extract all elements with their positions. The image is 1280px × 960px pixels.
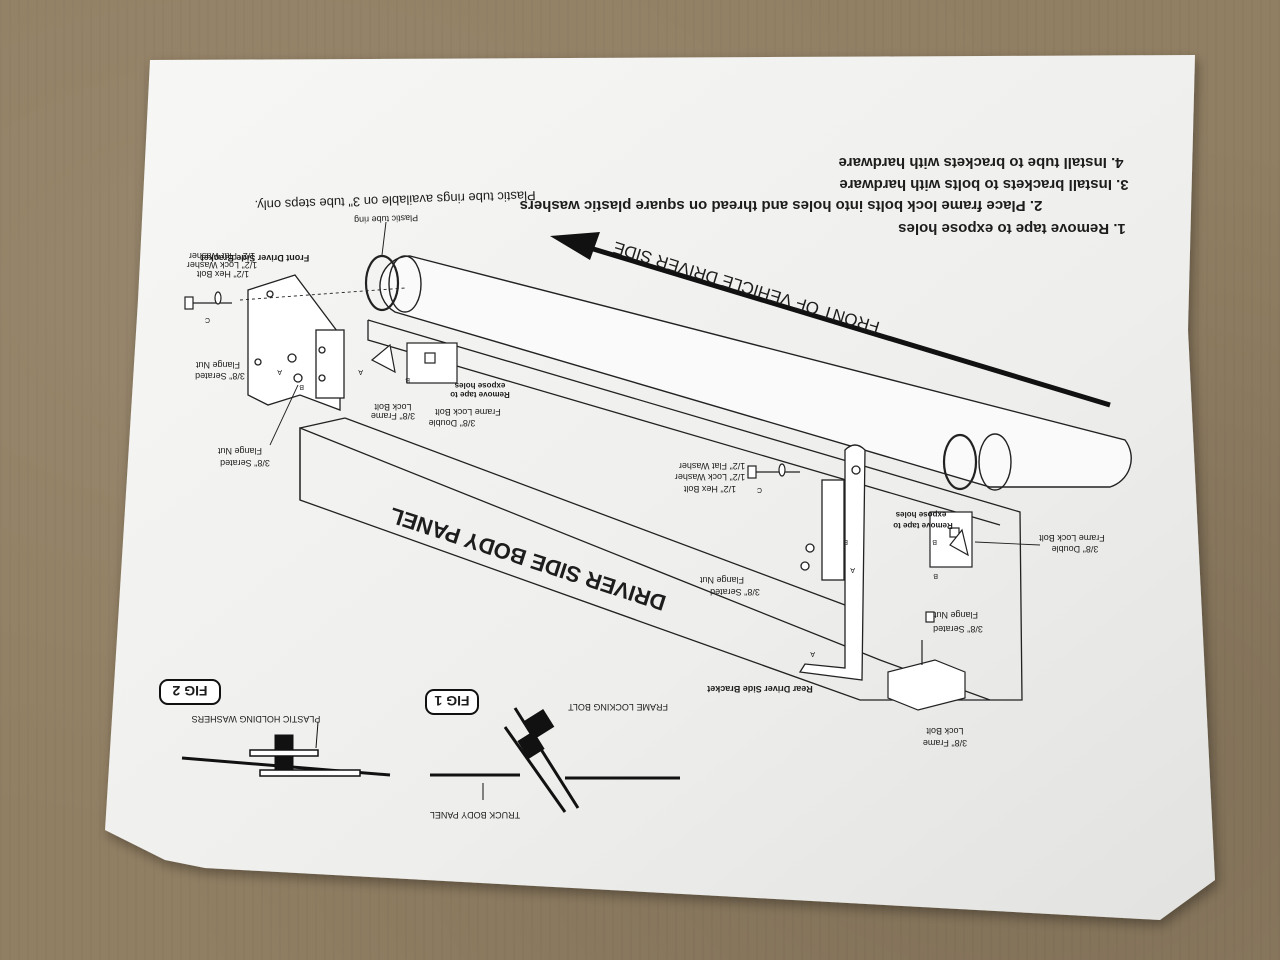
- rear-letter-a1: A: [810, 650, 815, 657]
- rear-bracket-title: Rear Driver Side Bracket: [707, 684, 813, 694]
- fig2-washers-label: PLASTIC HOLDING WASHERS: [192, 714, 321, 724]
- rear-tape-label-1: Remove tape to: [893, 521, 953, 530]
- fig1-badge: [425, 689, 479, 715]
- front-flat-washer-label: 1/2" Flat Washer: [189, 251, 255, 261]
- front-bracket: [247, 274, 345, 411]
- front-nut-b-label-1: 3/8" Serated: [220, 458, 270, 468]
- front-lock-washer-label: 1/2" Lock Washer: [187, 260, 257, 270]
- fig1-truck-body-panel: TRUCK BODY PANEL: [430, 810, 520, 820]
- rear-letter-b2: B: [932, 538, 937, 545]
- front-bracket-title: Front Driver Side Bracket: [201, 253, 310, 263]
- front-hex-bolt-label: 1/2" Hex Bolt: [196, 269, 249, 279]
- step-2: 2. Place frame lock bolts into holes and…: [520, 197, 1043, 214]
- front-letter-a2: A: [358, 368, 363, 375]
- step-4: 4. Install tube to brackets with hardwar…: [838, 154, 1123, 171]
- front-hex-bolt: [184, 291, 232, 310]
- front-frame-lock-label-1: 3/8" Frame: [371, 411, 415, 421]
- front-tape-label-1: Remove tape to: [450, 390, 510, 399]
- rear-hex-bolt: [747, 463, 800, 479]
- rear-serrated-label-1: 3/8" Serated: [933, 624, 983, 634]
- fig1-frame-locking-bolt: FRAME LOCKING BOLT: [568, 702, 668, 712]
- rear-frame-lock-label-1: 3/8" Frame: [923, 738, 967, 748]
- rear-lock-washer-label: 1/2" Lock Washer: [675, 472, 745, 482]
- plastic-tube-ring-label: Plastic tube ring: [354, 213, 418, 225]
- front-letter-c: C: [205, 316, 210, 323]
- front-double-lock: [370, 342, 458, 384]
- rear-serrated-b-label-2: Flange Nut: [699, 575, 744, 585]
- step-1: 1. Remove tape to expose holes: [898, 220, 1126, 237]
- step-3: 3. Install brackets to bolts with hardwa…: [839, 176, 1128, 193]
- tube-ring-front: [364, 254, 400, 312]
- rear-frame-lock-label-2: Lock Bolt: [926, 726, 964, 736]
- rear-tape-label-2: expose holes: [895, 510, 946, 519]
- rear-letter-a2: A: [850, 566, 855, 573]
- rear-double-label-2: Frame Lock Bolt: [1039, 533, 1105, 543]
- fig1-label: FIG 1: [434, 693, 469, 709]
- fig1-diagram: [430, 707, 680, 813]
- tube-ring-rear: [942, 433, 978, 491]
- rear-bracket: [798, 444, 866, 681]
- front-nut-label-2: Flange Nut: [195, 360, 240, 370]
- front-double-label-1: 3/8" Double: [429, 418, 476, 428]
- front-frame-lock-label-2: Lock Bolt: [374, 402, 412, 412]
- direction-arrow: [550, 232, 1111, 408]
- rear-frame-lock-block: [887, 611, 966, 711]
- front-nut-label-1: 3/8" Serated: [195, 371, 245, 381]
- rear-serrated-label-2: Flange Nut: [933, 610, 978, 620]
- plastic-ring-leader: [381, 221, 387, 256]
- front-nut-b-label-2: Flange Nut: [217, 446, 262, 456]
- rear-letter-b1: B: [843, 538, 848, 545]
- front-double-label-2: Frame Lock Bolt: [435, 407, 501, 417]
- rear-letter-b3: B: [933, 572, 938, 579]
- rear-hex-bolt-label: 1/2" Hex Bolt: [683, 484, 736, 494]
- fig2-badge: [159, 679, 221, 705]
- step-tube: [379, 255, 1132, 491]
- front-nut-leader: [269, 384, 299, 446]
- fig2-washer-leader: [315, 721, 319, 749]
- front-letter-a1: A: [277, 368, 282, 375]
- instruction-steps: 1. Remove tape to expose holes 2. Place …: [520, 154, 1129, 237]
- front-letter-b2: B: [405, 376, 410, 383]
- front-letter-b1: B: [299, 383, 304, 390]
- fig2-diagram: [181, 734, 391, 777]
- rear-double-label-1: 3/8" Double: [1052, 544, 1099, 554]
- rear-double-lock: [929, 511, 973, 568]
- fig2-label: FIG 2: [172, 683, 207, 699]
- rear-letter-c: C: [757, 486, 762, 493]
- rear-serrated-b-label-1: 3/8" Serated: [710, 587, 760, 597]
- front-tape-label-2: expose holes: [454, 381, 505, 390]
- rear-flat-washer-label: 1/2" Flat Washer: [679, 461, 745, 471]
- rear-double-leader: [974, 541, 1041, 546]
